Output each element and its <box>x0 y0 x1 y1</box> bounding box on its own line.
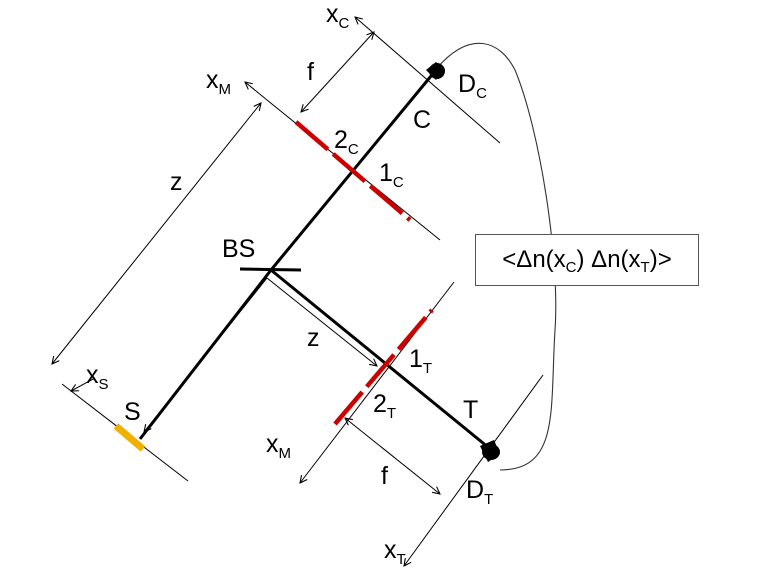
corr-close: )> <box>649 246 672 273</box>
label-z-left: z <box>170 168 183 196</box>
correlation-box: <Δn(xC) Δn(xT)> <box>475 234 699 286</box>
detector-c-plane <box>355 17 501 144</box>
label-s: S <box>124 398 141 426</box>
label-bs: BS <box>222 235 255 263</box>
z-path-arrow-test <box>266 277 377 366</box>
detector-t-plane <box>404 374 544 566</box>
corr-mid: ) Δn(x <box>576 246 641 273</box>
corr-sub2: T <box>640 259 650 276</box>
xs-axis-arrow <box>71 377 96 391</box>
label-f-bot: f <box>381 462 388 490</box>
label-2t: 2T <box>373 390 396 422</box>
label-dt: DT <box>466 476 493 508</box>
z-arrow-left <box>52 103 261 364</box>
corr-sub1: C <box>565 259 577 276</box>
coincidence-cable <box>436 42 557 471</box>
xm-axis-arrow-top <box>245 82 268 101</box>
label-c: C <box>413 106 431 134</box>
label-xm-bot: xM <box>266 430 291 462</box>
label-2c: 2C <box>334 126 359 158</box>
beam-splitter <box>239 267 302 272</box>
test-mirror-plane <box>300 281 455 483</box>
detector-t-body <box>480 440 500 462</box>
label-1c: 1C <box>379 159 404 191</box>
label-dc: DC <box>458 70 487 102</box>
z-path-arrow-source <box>144 277 268 432</box>
label-xs: xS <box>86 361 109 393</box>
f-arrow-control <box>301 32 374 112</box>
f-arrow-test <box>345 418 440 494</box>
label-z-mid: z <box>307 324 320 352</box>
label-1t: 1T <box>409 345 432 377</box>
control-mirror <box>294 120 412 222</box>
label-f-top: f <box>307 58 314 86</box>
detector-c-body <box>429 63 445 79</box>
label-t: T <box>463 396 478 424</box>
test-mirror <box>333 308 434 426</box>
corr-open: <Δn(x <box>502 246 566 273</box>
label-xt: xT <box>384 536 406 568</box>
beam-test-arm <box>270 268 495 454</box>
label-xm-top: xM <box>206 66 231 98</box>
light-source <box>113 423 146 452</box>
label-xc: xC <box>326 0 350 32</box>
